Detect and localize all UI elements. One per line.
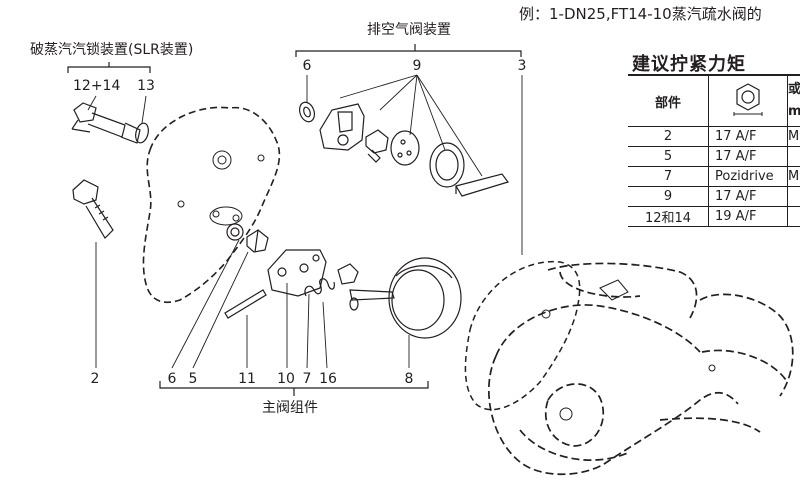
row-part: 5 [628,146,709,167]
col-extra-header: 或 m [787,74,800,127]
torque-table-title: 建议拧紧力矩 [632,54,746,75]
row-part: 9 [628,186,709,207]
air-vent-clip [455,173,509,197]
row-size: Pozidrive [708,166,788,187]
bolt-part-2 [72,179,114,239]
callout-11: 11 [238,371,256,387]
table-row: 5 17 A/F [628,146,800,167]
callout-12-14: 12+14 [73,78,121,94]
valve-body-details [541,279,716,421]
main-valve-group-label: 主阀组件 [262,400,318,416]
callout-7: 7 [302,371,312,387]
torque-table: 部件 或 m 2 17 A/F M 5 17 A/F [628,74,800,227]
cover-details [177,150,265,226]
row-part: 2 [628,126,709,147]
row-part: 12和14 [628,206,709,227]
callout-10: 10 [277,371,295,387]
row-extra: M [787,166,800,187]
callout-6-main: 6 [167,371,177,387]
callout-5: 5 [188,371,198,387]
row-size: 17 A/F [708,126,788,147]
col-part-header: 部件 [628,74,709,127]
air-vent-group-label: 排空气阀装置 [367,22,451,38]
row-extra [787,206,800,227]
slr-group-label: 破蒸汽汽锁装置(SLR装置) [30,42,194,58]
air-vent-screw [365,129,389,163]
leader-lines [87,74,523,369]
table-row: 2 17 A/F M [628,126,800,147]
plug-part-5 [246,229,269,253]
row-extra [787,186,800,207]
pin-part-11 [224,289,267,319]
col-tool-header [708,74,788,127]
float-arm [349,289,395,311]
main-valve-bracket [159,381,429,396]
float-part-8 [388,257,462,339]
callout-3: 3 [517,58,527,74]
hex-nut-icon [733,83,763,116]
col-extra-head-b: m [788,104,800,119]
screw-part-7 [337,263,359,285]
air-vent-element [429,142,465,188]
air-vent-seat [390,130,420,166]
table-row: 7 Pozidrive M [628,166,800,187]
row-part: 7 [628,166,709,187]
slr-device [71,102,149,144]
callout-2: 2 [90,371,100,387]
row-size: 19 A/F [708,206,788,227]
table-row: 12和14 19 A/F [628,206,800,227]
example-text: 例：1-DN25,FT14-10蒸汽疏水阀的 [519,5,762,23]
callout-13: 13 [137,78,155,94]
cover-plate [142,106,281,304]
callout-9: 9 [412,58,422,74]
row-extra: M [787,126,800,147]
air-vent-bracket-part [319,103,365,151]
row-size: 17 A/F [708,186,788,207]
callout-16: 16 [319,371,337,387]
col-extra-head-a: 或 [788,82,800,97]
callout-6-airvent: 6 [302,58,312,74]
row-extra [787,146,800,167]
spring-part-16 [304,278,335,297]
body-gasket-part-3 [464,260,581,411]
air-vent-washer [298,101,316,123]
callout-8: 8 [404,371,414,387]
valve-body [488,262,794,476]
row-size: 17 A/F [708,146,788,167]
washer-part-6 [226,223,244,241]
air-vent-bracket [295,44,522,57]
table-row: 9 17 A/F [628,186,800,207]
main-bracket-part-10 [267,249,327,297]
slr-bracket [67,62,151,73]
